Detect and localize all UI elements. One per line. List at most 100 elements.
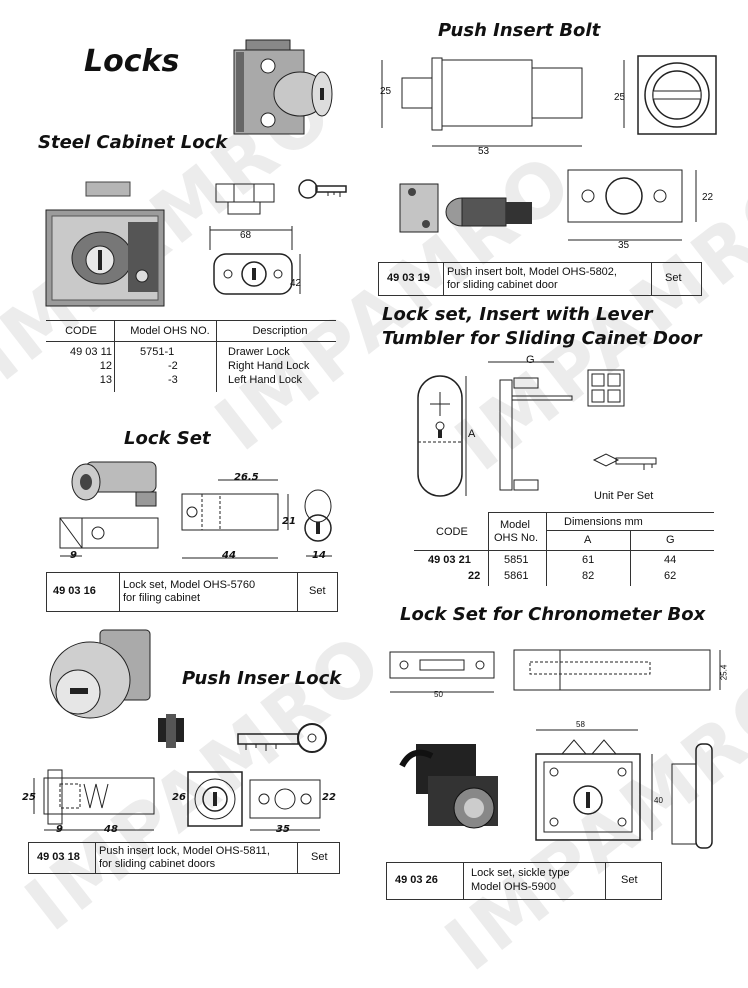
desc-line: Lock set, Model OHS-5760 bbox=[123, 579, 256, 591]
dim-label: 14 bbox=[312, 550, 326, 561]
desc-line: Push insert bolt, Model OHS-5802, bbox=[447, 266, 617, 278]
column-header: A bbox=[584, 534, 592, 546]
lock-set-front-drawing bbox=[181, 479, 289, 559]
desc-cell: Drawer Lock bbox=[228, 346, 290, 358]
dim-label: 26 bbox=[172, 792, 186, 803]
table-rule bbox=[488, 512, 714, 513]
column-header: OHS No. bbox=[494, 532, 539, 544]
column-header: Dimensions mm bbox=[564, 516, 643, 528]
dim-label: 9 bbox=[70, 550, 77, 561]
push-insert-lock-small-photo bbox=[158, 714, 184, 748]
desc-line: for sliding cabinet doors bbox=[99, 858, 216, 870]
push-insert-lock-photo bbox=[49, 629, 151, 719]
dim-label: 58 bbox=[576, 720, 585, 729]
table-row: 12 -2 Right Hand Lock bbox=[46, 359, 336, 373]
lock-set-photo bbox=[71, 461, 157, 507]
section-title-push-inser-lock: Push Inser Lock bbox=[182, 668, 342, 689]
code-cell: 12 bbox=[99, 360, 112, 372]
table-divider bbox=[114, 320, 115, 392]
table-divider bbox=[651, 263, 652, 295]
table-divider bbox=[297, 843, 298, 873]
table-divider bbox=[605, 863, 606, 899]
dim-label: 48 bbox=[104, 824, 118, 835]
dim-cell: 62 bbox=[664, 570, 677, 582]
column-header: CODE bbox=[65, 325, 97, 337]
key-icon bbox=[298, 179, 347, 199]
column-header: Description bbox=[252, 325, 308, 337]
dim-label: 25 bbox=[22, 792, 36, 803]
lever-tumbler-table: CODE Model OHS No. Dimensions mm A G 49 … bbox=[414, 512, 714, 586]
dim-label: 9 bbox=[56, 824, 63, 835]
table-header-row: CODE Model OHS NO. Description bbox=[46, 321, 336, 342]
desc-cell: Left Hand Lock bbox=[228, 374, 302, 386]
steel-cabinet-lock-top-view bbox=[215, 183, 275, 215]
table-divider bbox=[546, 512, 547, 586]
steel-cabinet-lock-front-view bbox=[209, 226, 301, 295]
table-divider bbox=[443, 263, 444, 295]
dim-label: 68 bbox=[240, 230, 252, 241]
column-header: CODE bbox=[436, 526, 468, 538]
chronometer-box-order-box: 49 03 26 Lock set, sickle type Model OHS… bbox=[386, 862, 662, 900]
table-row: 13 -3 Left Hand Lock bbox=[46, 373, 336, 387]
dim-cell: 82 bbox=[582, 570, 595, 582]
model-cell: -2 bbox=[168, 360, 178, 372]
desc-line: Lock set, sickle type bbox=[471, 867, 570, 879]
dim-label: 25 bbox=[614, 92, 626, 103]
desc-line: for sliding cabinet door bbox=[447, 279, 558, 291]
dim-label: 25.4 bbox=[719, 664, 729, 681]
desc-cell: Right Hand Lock bbox=[228, 360, 310, 372]
model-cell: 5751-1 bbox=[140, 346, 175, 358]
push-insert-bolt-plate-drawing bbox=[567, 169, 697, 241]
desc-line: Model OHS-5900 bbox=[471, 881, 556, 893]
push-insert-lock-order-box: 49 03 18 Push insert lock, Model OHS-581… bbox=[28, 842, 340, 874]
column-header: G bbox=[666, 534, 675, 546]
unit-cell: Set bbox=[309, 585, 326, 597]
dim-label: 44 bbox=[222, 550, 236, 561]
key-icon bbox=[237, 723, 327, 753]
push-insert-lock-drawing bbox=[33, 769, 321, 831]
chronometer-lock-photo bbox=[399, 744, 498, 829]
section-title-lever-tumbler-line1: Lock set, Insert with Lever bbox=[382, 304, 653, 325]
table-divider bbox=[488, 512, 489, 586]
code-cell: 49 03 18 bbox=[37, 851, 80, 863]
table-divider bbox=[297, 573, 298, 611]
dim-label: G bbox=[526, 354, 535, 366]
dim-label: 22 bbox=[322, 792, 336, 803]
model-cell: -3 bbox=[168, 374, 178, 386]
section-title-chronometer-box: Lock Set for Chronometer Box bbox=[400, 604, 706, 625]
dim-label: 35 bbox=[276, 824, 290, 835]
table-divider bbox=[463, 863, 464, 899]
push-insert-bolt-photo bbox=[399, 183, 532, 233]
unit-cell: Set bbox=[621, 874, 638, 886]
section-title-lock-set: Lock Set bbox=[124, 428, 211, 449]
lock-set-side-drawing bbox=[59, 517, 159, 557]
table-divider bbox=[630, 530, 631, 586]
code-cell: 49 03 26 bbox=[395, 874, 438, 886]
lock-set-end-drawing bbox=[304, 489, 332, 557]
dim-label: 26.5 bbox=[234, 472, 259, 483]
dim-label: 35 bbox=[618, 240, 630, 251]
section-title-push-insert-bolt: Push Insert Bolt bbox=[438, 20, 601, 41]
dim-label: A bbox=[468, 428, 476, 440]
dim-cell: 44 bbox=[664, 554, 677, 566]
dim-label: 42 bbox=[290, 278, 302, 289]
dim-cell: 61 bbox=[582, 554, 595, 566]
steel-cabinet-lock-photo bbox=[45, 181, 165, 307]
section-title-lever-tumbler-line2: Tumbler for Sliding Cainet Door bbox=[382, 328, 702, 349]
dim-label: 40 bbox=[654, 796, 663, 805]
chronometer-box-top-drawing bbox=[389, 649, 721, 693]
column-header: Model bbox=[500, 519, 530, 531]
code-cell: 13 bbox=[99, 374, 112, 386]
dim-label: 50 bbox=[434, 690, 443, 699]
column-header: Model OHS NO. bbox=[130, 325, 210, 337]
table-divider bbox=[119, 573, 120, 611]
code-cell: 22 bbox=[468, 570, 481, 582]
cabinet-lock-photo bbox=[233, 39, 333, 135]
dim-label: 53 bbox=[478, 146, 490, 157]
table-divider bbox=[95, 843, 96, 873]
dim-label: 21 bbox=[282, 516, 296, 527]
desc-line: Push insert lock, Model OHS-5811, bbox=[99, 845, 270, 857]
model-cell: 5851 bbox=[504, 554, 529, 566]
dim-label: 25 bbox=[380, 86, 392, 97]
